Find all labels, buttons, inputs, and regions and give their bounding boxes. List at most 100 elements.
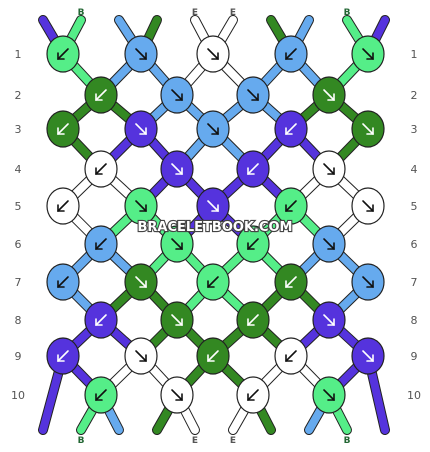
strand-label: D [267, 8, 274, 18]
arrow-down-left-icon [95, 389, 107, 401]
arrow-down-right-icon [135, 350, 147, 362]
knot [274, 35, 308, 73]
strand-label: E [192, 436, 198, 446]
row-number-left: 1 [15, 48, 22, 61]
knot [351, 263, 385, 301]
strand-label: B [344, 8, 351, 18]
strand-label: B [78, 8, 85, 18]
knot [46, 35, 80, 73]
knot [84, 376, 118, 414]
arrow-down-right-icon [362, 350, 374, 362]
knot [46, 187, 80, 225]
arrow-down-left-icon [207, 276, 219, 288]
strand-label: B [78, 436, 85, 446]
strand-label: B [344, 436, 351, 446]
knot [160, 76, 194, 114]
strand-label: A [40, 8, 47, 18]
arrow-down-right-icon [362, 276, 374, 288]
arrow-down-left-icon [95, 163, 107, 175]
arrow-down-left-icon [57, 276, 69, 288]
knot [46, 110, 80, 148]
arrow-down-left-icon [247, 389, 259, 401]
knot [46, 337, 80, 375]
knot [160, 376, 194, 414]
row-number-right: 1 [411, 48, 418, 61]
arrow-down-right-icon [323, 314, 335, 326]
arrow-down-left-icon [57, 123, 69, 135]
knot [124, 187, 158, 225]
arrow-down-right-icon [135, 48, 147, 60]
strand-label: A [382, 436, 389, 446]
arrow-down-left-icon [285, 123, 297, 135]
knot [84, 76, 118, 114]
knot [312, 150, 346, 188]
row-number-left: 9 [15, 350, 22, 363]
knot [312, 76, 346, 114]
arrow-down-left-icon [57, 48, 69, 60]
arrow-down-left-icon [285, 48, 297, 60]
row-number-left: 4 [15, 163, 22, 176]
row-number-right: 6 [411, 238, 418, 251]
knot [160, 150, 194, 188]
arrow-down-left-icon [247, 163, 259, 175]
arrow-down-left-icon [57, 350, 69, 362]
strand-label: C [116, 8, 123, 18]
strand-label: D [153, 8, 160, 18]
knot [196, 187, 230, 225]
watermark-text: BRACELETBOOK.COM [138, 220, 293, 235]
knot [160, 301, 194, 339]
row-number-right: 8 [411, 314, 418, 327]
arrow-down-right-icon [207, 48, 219, 60]
knot [196, 263, 230, 301]
strand-label: E [230, 8, 236, 18]
row-number-left: 10 [11, 389, 25, 402]
arrow-down-right-icon [171, 314, 183, 326]
knot [274, 187, 308, 225]
strand-label: A [40, 436, 47, 446]
knot [124, 110, 158, 148]
knot [46, 263, 80, 301]
knot [274, 110, 308, 148]
strand-label: E [192, 8, 198, 18]
row-number-right: 9 [411, 350, 418, 363]
arrow-down-right-icon [171, 89, 183, 101]
strand-label: A [382, 8, 389, 18]
arrow-down-right-icon [247, 89, 259, 101]
strand-label: D [153, 436, 160, 446]
knot [312, 376, 346, 414]
arrow-down-right-icon [323, 163, 335, 175]
row-number-left: 5 [15, 200, 22, 213]
strand-label: C [116, 436, 123, 446]
arrow-down-left-icon [95, 89, 107, 101]
arrow-down-right-icon [171, 389, 183, 401]
arrow-down-right-icon [362, 48, 374, 60]
arrow-down-right-icon [135, 276, 147, 288]
arrow-down-left-icon [95, 238, 107, 250]
arrow-down-right-icon [135, 200, 147, 212]
strand-label: C [306, 8, 313, 18]
knot [124, 337, 158, 375]
knot [236, 301, 270, 339]
row-number-right: 7 [411, 276, 418, 289]
arrow-down-left-icon [285, 276, 297, 288]
arrow-down-right-icon [207, 200, 219, 212]
arrow-down-right-icon [171, 163, 183, 175]
knot [351, 110, 385, 148]
knot [312, 301, 346, 339]
row-number-right: 4 [411, 163, 418, 176]
row-number-right: 10 [407, 389, 421, 402]
knot [84, 225, 118, 263]
knot [274, 263, 308, 301]
strand-label: C [306, 436, 313, 446]
strand-label: E [230, 436, 236, 446]
row-number-right: 3 [411, 123, 418, 136]
knot [236, 76, 270, 114]
arrow-down-right-icon [207, 123, 219, 135]
knot [196, 35, 230, 73]
knot [351, 337, 385, 375]
row-number-left: 6 [15, 238, 22, 251]
knot [124, 35, 158, 73]
arrow-down-right-icon [362, 200, 374, 212]
